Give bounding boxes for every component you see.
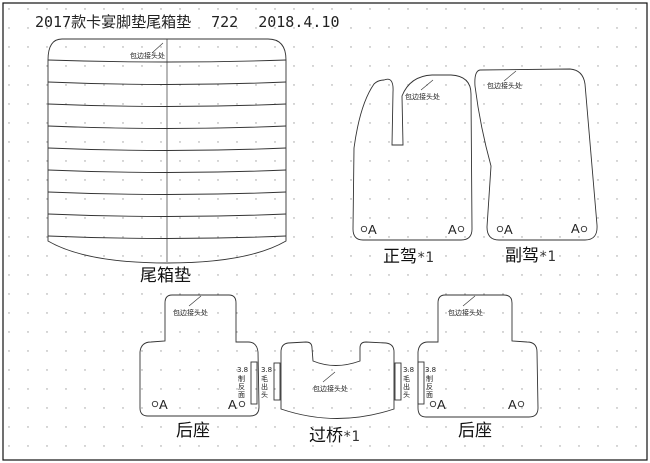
fold-label: 面	[426, 391, 433, 399]
trunk-stripe	[47, 147, 287, 151]
anchor-mark: A	[368, 222, 377, 237]
trunk-stripe	[47, 235, 287, 239]
trunk-stripe	[47, 169, 287, 173]
anchor-hole	[151, 400, 159, 408]
rear-left-caption: 后座	[176, 421, 210, 441]
fold-size: 3.8	[237, 366, 248, 374]
anchor-mark: A	[508, 397, 517, 412]
driver-mat: 包边接头处 A A	[352, 74, 473, 241]
edge-label: 头	[261, 390, 268, 399]
rear-left-mat: 包边接头处 A A 3.8 制 反 面 3.8 毛 出 头	[139, 294, 272, 417]
hem-join-label: 包边接头处	[487, 81, 522, 90]
hem-join-label: 包边接头处	[405, 92, 440, 101]
edge-label: 毛	[403, 374, 410, 383]
trunk-stripe	[47, 103, 287, 107]
fold-label: 制	[238, 374, 245, 383]
anchor-hole	[457, 225, 465, 233]
bridge-mat: 包边接头处	[273, 341, 402, 419]
hem-leader	[503, 70, 517, 82]
edge-size: 3.8	[261, 366, 272, 374]
anchor-mark: A	[437, 397, 446, 412]
hem-join-label: 包边接头处	[313, 384, 348, 393]
edge-label: 出	[261, 382, 268, 391]
passenger-caption: 副驾*1	[505, 246, 556, 266]
edge-label: 出	[403, 382, 410, 391]
hem-leader	[188, 295, 202, 307]
bridge-caption: 过桥*1	[309, 426, 360, 446]
fold-flap	[250, 361, 258, 405]
fold-flap	[394, 362, 402, 401]
anchor-hole	[496, 225, 504, 233]
trunk-caption: 尾箱垫	[140, 266, 191, 286]
dot-grid	[3, 3, 647, 460]
hem-leader	[151, 42, 164, 54]
trunk-stripe	[47, 213, 287, 217]
anchor-mark: A	[504, 222, 513, 237]
fold-label: 制	[426, 374, 433, 383]
fold-size: 3.8	[425, 366, 436, 374]
trunk-stripe	[47, 59, 287, 63]
rear-right-caption: 后座	[458, 421, 492, 441]
anchor-hole	[238, 400, 246, 408]
trunk-stripe	[47, 81, 287, 85]
trunk-stripe	[47, 125, 287, 129]
fold-label: 面	[238, 391, 245, 399]
driver-caption: 正驾*1	[383, 247, 434, 267]
trunk-mat: 包边接头处	[47, 38, 287, 264]
fold-size: 3.8	[403, 366, 414, 374]
fold-label: 反	[238, 382, 245, 391]
fold-flap	[417, 361, 425, 405]
hem-join-label: 包边接头处	[130, 51, 165, 60]
anchor-hole	[517, 400, 525, 408]
anchor-mark: A	[448, 222, 457, 237]
hem-join-label: 包边接头处	[173, 308, 208, 317]
rear-right-mat: 包边接头处 3.8 毛 出 头 3.8 制 反 面 A A	[403, 294, 539, 418]
anchor-hole	[360, 225, 368, 233]
hem-join-label: 包边接头处	[448, 308, 483, 317]
fold-flap	[273, 362, 281, 401]
anchor-hole	[429, 400, 437, 408]
anchor-hole	[580, 225, 588, 233]
trunk-stripe	[47, 191, 287, 195]
anchor-mark: A	[571, 221, 580, 236]
anchor-mark: A	[159, 397, 168, 412]
hem-leader	[322, 371, 336, 383]
fold-label: 反	[426, 382, 433, 391]
hem-leader	[420, 79, 434, 91]
hem-leader	[462, 295, 476, 307]
edge-label: 头	[403, 390, 410, 399]
edge-label: 毛	[261, 374, 268, 383]
anchor-mark: A	[228, 397, 237, 412]
passenger-mat: 包边接头处 A A	[474, 68, 598, 241]
